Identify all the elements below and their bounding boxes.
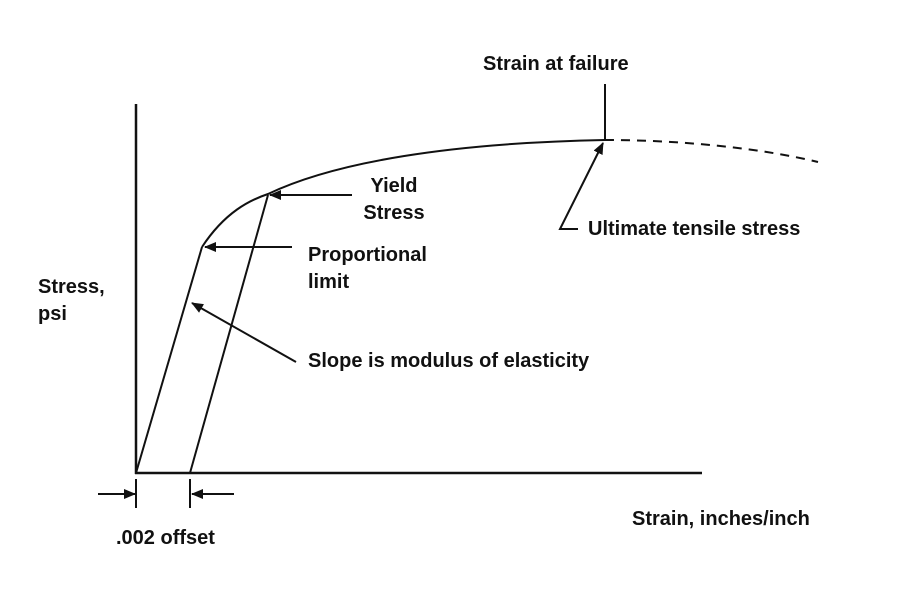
- modulus-of-elasticity-label: Slope is modulus of elasticity: [308, 350, 590, 372]
- stress-axis-label-line1: Stress,: [38, 276, 105, 298]
- yield-stress-label: Yield Stress: [356, 173, 432, 227]
- stress-axis-label-line2: psi: [38, 303, 67, 325]
- proportional-limit-label: Proportional limit: [308, 242, 427, 296]
- post-failure-dashed-curve: [604, 139, 819, 163]
- yield-stress-label-line2: Stress: [363, 202, 425, 224]
- offset-line: [189, 194, 269, 474]
- stress-axis-label: Stress, psi: [38, 274, 105, 328]
- proportional-limit-label-line1: Proportional: [308, 244, 427, 266]
- stress-strain-curve: [201, 139, 606, 248]
- strain-axis-label: Strain, inches/inch: [632, 508, 810, 530]
- offset-label: .002 offset: [116, 527, 215, 549]
- strain-at-failure-label: Strain at failure: [483, 53, 629, 75]
- modulus-slope-arrow: [191, 302, 297, 363]
- elastic-region-line: [135, 246, 203, 474]
- ultimate-tensile-stress-label: Ultimate tensile stress: [588, 218, 801, 240]
- proportional-limit-label-line2: limit: [308, 271, 350, 293]
- ultimate-tensile-stress-arrow: [558, 142, 604, 230]
- yield-stress-label-line1: Yield: [370, 175, 418, 197]
